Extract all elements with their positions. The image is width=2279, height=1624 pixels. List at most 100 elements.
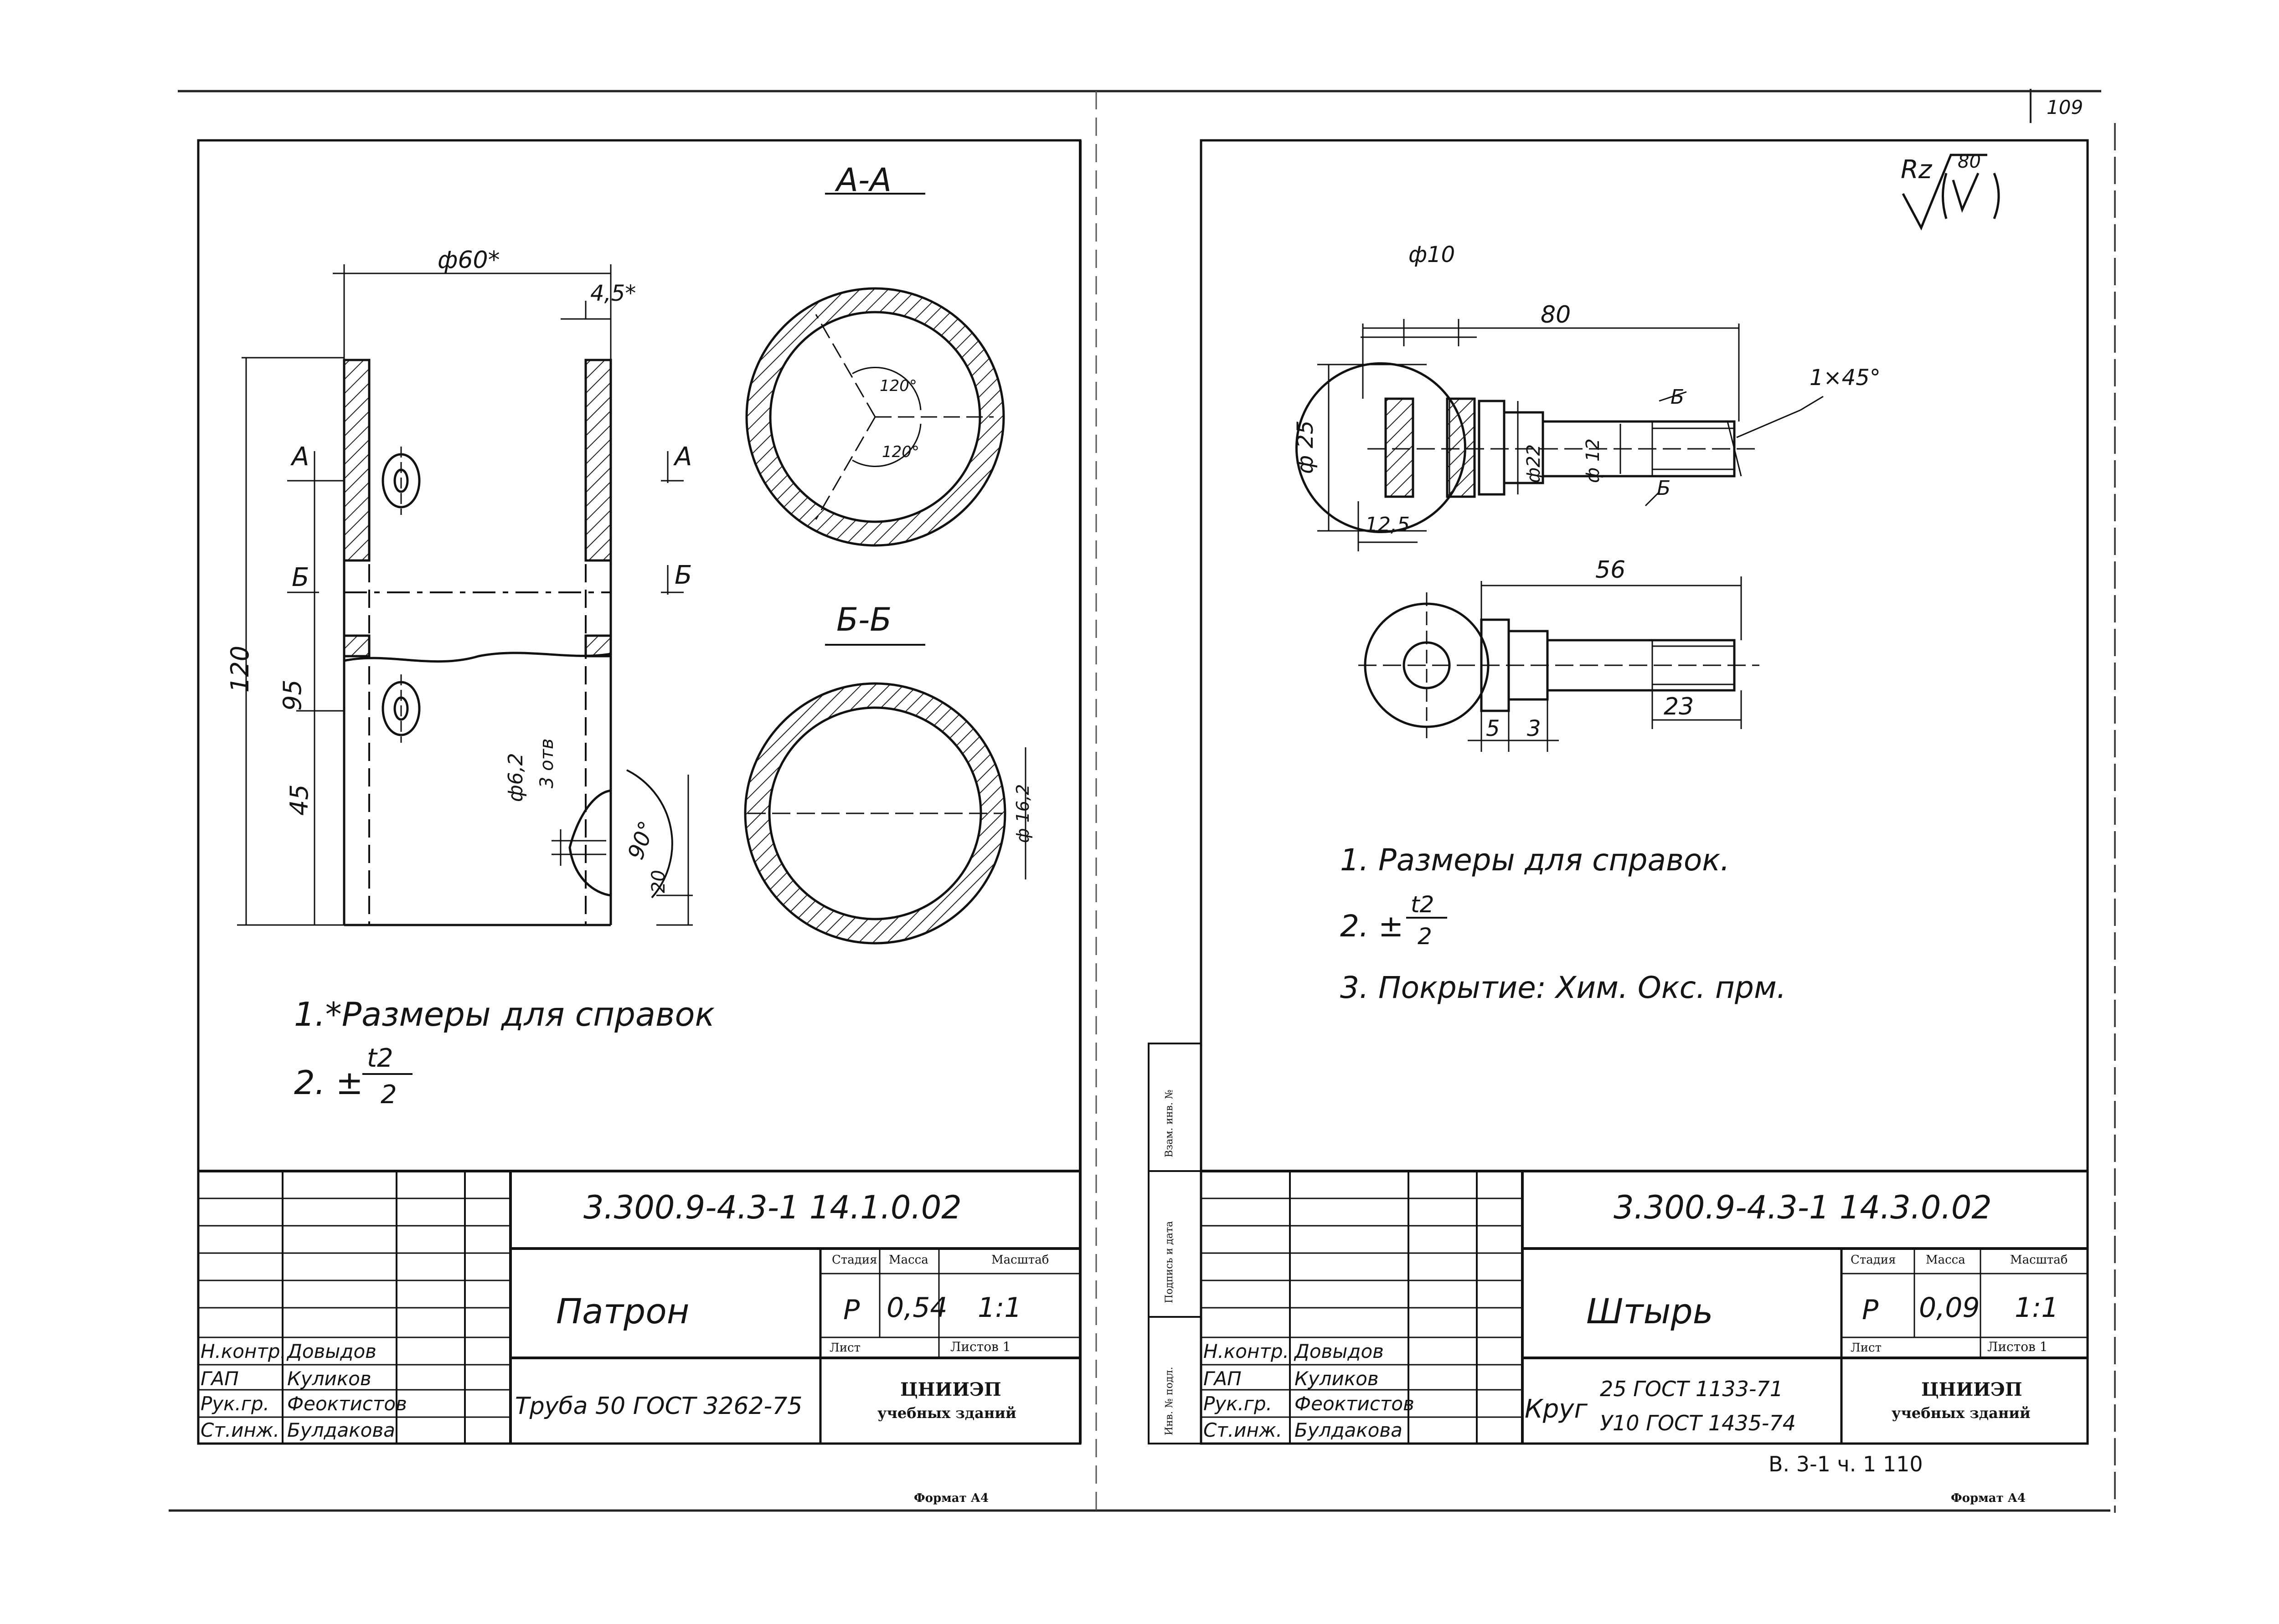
section-aa-label: А-А: [836, 161, 892, 199]
dim-3: 3: [1527, 716, 1541, 741]
left-format: Формат А4: [914, 1491, 989, 1505]
dim-56: 56: [1595, 556, 1626, 584]
left-sheet-label: Лист: [830, 1341, 861, 1355]
left-role-2: Рук.гр.: [201, 1393, 269, 1415]
right-note-frac-den: 2: [1418, 923, 1432, 950]
section-aa-view: [729, 193, 1026, 570]
right-col-stage: Стадия: [1851, 1253, 1896, 1267]
cut-b-top: Б: [1671, 385, 1685, 409]
left-note-frac-num: t2: [367, 1043, 393, 1073]
roughness-symbol: [1902, 154, 2000, 231]
right-title-block-grid: [1201, 1170, 2088, 1444]
right-scale: 1:1: [2015, 1292, 2059, 1324]
left-mass: 0,54: [887, 1292, 948, 1324]
right-frame: [1200, 139, 2089, 1445]
left-col-stage: Стадия: [832, 1253, 877, 1267]
roughness-value: 80: [1958, 151, 1981, 172]
left-person-3: Булдакова: [287, 1419, 395, 1441]
left-role-3: Ст.инж.: [201, 1419, 280, 1441]
dim-d60: ф60*: [438, 247, 500, 274]
stamp-orig-inv: Инв. № подл.: [1164, 1367, 1175, 1435]
right-fraction-bar: [1406, 917, 1447, 919]
dim-d45: 4,5*: [590, 281, 636, 306]
angle-120-b: 120°: [882, 443, 919, 461]
left-person-0: Довыдов: [287, 1340, 376, 1362]
angle-120-a: 120°: [880, 377, 917, 395]
dim-1x45: 1×45°: [1810, 365, 1881, 391]
right-note-frac-num: t2: [1411, 891, 1434, 918]
left-material: Труба 50 ГОСТ 3262-75: [515, 1393, 803, 1420]
dim-d12: ф 12: [1583, 438, 1604, 483]
cut-b-right: Б: [675, 560, 692, 590]
section-bb-view: [729, 644, 1026, 966]
cut-b-left: Б: [292, 563, 309, 592]
right-role-1: ГАП: [1203, 1367, 1242, 1390]
stamp-replace-inv: Взам. инв. №: [1164, 1090, 1175, 1157]
left-col-mass: Масса: [889, 1253, 928, 1267]
left-role-0: Н.контр.: [201, 1340, 286, 1362]
dim-80: 80: [1541, 301, 1571, 329]
right-part-name: Штырь: [1586, 1291, 1713, 1331]
dim-45: 45: [285, 784, 314, 816]
left-note-1: 1.*Размеры для справок: [294, 995, 715, 1033]
right-col-scale: Масштаб: [2010, 1253, 2068, 1267]
cut-a-right: А: [675, 442, 692, 472]
right-role-2: Рук.гр.: [1203, 1393, 1272, 1415]
left-scale: 1:1: [978, 1292, 1022, 1324]
dim-20: 20: [648, 870, 669, 893]
right-person-1: Куликов: [1294, 1367, 1379, 1390]
left-org: ЦНИИЭП: [900, 1379, 1001, 1400]
dim-3holes: 3 отв: [536, 738, 557, 788]
left-col-scale: Масштаб: [991, 1253, 1049, 1267]
dim-12-5: 12,5: [1365, 513, 1410, 536]
dim-5: 5: [1486, 716, 1500, 741]
roughness-prefix: Rz: [1901, 155, 1932, 185]
left-fraction-bar: [362, 1073, 412, 1075]
dim-d10: ф10: [1408, 242, 1455, 267]
left-stage: Р: [843, 1294, 860, 1326]
left-note-frac-den: 2: [381, 1080, 397, 1110]
dim-d62: ф6,2: [504, 753, 527, 802]
left-person-2: Феоктистов: [287, 1393, 407, 1415]
dim-d22: ф22: [1523, 444, 1544, 483]
right-role-3: Ст.инж.: [1203, 1419, 1283, 1441]
right-mass: 0,09: [1919, 1292, 1980, 1324]
dim-95: 95: [278, 679, 307, 711]
left-doc-code: 3.300.9-4.3-1 14.1.0.02: [583, 1189, 962, 1226]
cut-b-bottom: Б: [1657, 477, 1671, 500]
dim-d162: ф 16,2: [1013, 784, 1033, 843]
patron-side-view: [343, 359, 673, 926]
side-stamp: [1148, 1043, 1202, 1444]
right-org-2: учебных зданий: [1892, 1404, 2031, 1422]
left-person-1: Куликов: [287, 1367, 371, 1390]
right-person-2: Феоктистов: [1294, 1393, 1414, 1415]
right-stage: Р: [1862, 1294, 1879, 1326]
dim-d25: ф 25: [1293, 420, 1318, 474]
right-col-mass: Масса: [1926, 1253, 1965, 1267]
left-title-block-grid: [198, 1170, 1080, 1444]
right-material-c: У10 ГОСТ 1435-74: [1600, 1411, 1796, 1435]
dim-120: 120: [226, 645, 254, 693]
left-role-1: ГАП: [201, 1367, 239, 1390]
stamp-sign-date: Подпись и дата: [1164, 1221, 1175, 1303]
right-sheets-label: Листов 1: [1987, 1339, 2048, 1354]
left-part-name: Патрон: [556, 1291, 690, 1331]
right-format: Формат А4: [1951, 1491, 2026, 1505]
right-doc-code: 3.300.9-4.3-1 14.3.0.02: [1614, 1189, 1992, 1226]
right-note-3: 3. Покрытие: Хим. Окс. прм.: [1340, 970, 1786, 1005]
right-material-a: Круг: [1525, 1394, 1588, 1424]
left-org-2: учебных зданий: [877, 1404, 1016, 1422]
right-person-0: Довыдов: [1294, 1340, 1384, 1362]
left-note-2: 2. ±: [294, 1064, 363, 1102]
right-sheet-label: Лист: [1851, 1341, 1882, 1355]
section-bb-label: Б-Б: [836, 601, 892, 638]
pin-front-view: [1358, 592, 1759, 738]
right-role-0: Н.контр.: [1203, 1340, 1289, 1362]
cut-a-left: А: [292, 442, 309, 472]
dim-23: 23: [1664, 693, 1694, 720]
right-note-2: 2. ±: [1340, 909, 1404, 944]
right-person-3: Булдакова: [1294, 1419, 1402, 1441]
right-note-1: 1. Размеры для справок.: [1340, 843, 1730, 878]
